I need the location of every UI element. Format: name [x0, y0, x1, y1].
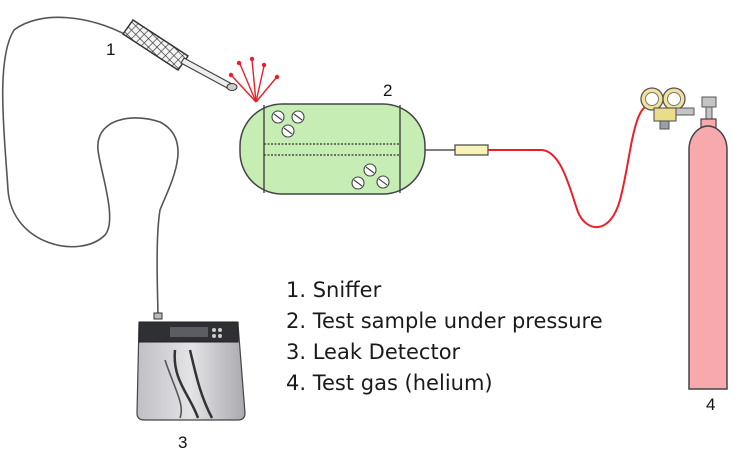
line-coupling	[454, 144, 489, 156]
legend: 1. Sniffer 2. Test sample under pressure…	[286, 275, 603, 399]
sniffer-tip-tube	[180, 57, 233, 90]
legend-item-test-sample: 2. Test sample under pressure	[286, 309, 603, 333]
label-test-sample: 2	[383, 81, 392, 100]
detector-display	[170, 327, 208, 337]
sniffer-hose	[1, 16, 179, 319]
test-sample-vessel	[239, 103, 426, 195]
sniffer-grip	[121, 18, 190, 72]
label-leak-detector: 3	[178, 433, 187, 452]
legend-item-test-gas: 4. Test gas (helium)	[286, 371, 493, 395]
vessel-bolts	[271, 110, 390, 190]
leak-detector	[136, 312, 246, 421]
label-test-gas: 4	[706, 395, 715, 414]
pressure-regulator	[640, 87, 717, 130]
legend-item-leak-detector: 3. Leak Detector	[286, 340, 461, 364]
label-sniffer: 1	[106, 40, 115, 59]
helium-cylinder	[688, 118, 728, 390]
legend-item-sniffer: 1. Sniffer	[286, 278, 382, 302]
gas-supply-line	[488, 104, 651, 228]
sniffer-probe	[121, 18, 238, 91]
leak-arrows	[228, 56, 280, 103]
